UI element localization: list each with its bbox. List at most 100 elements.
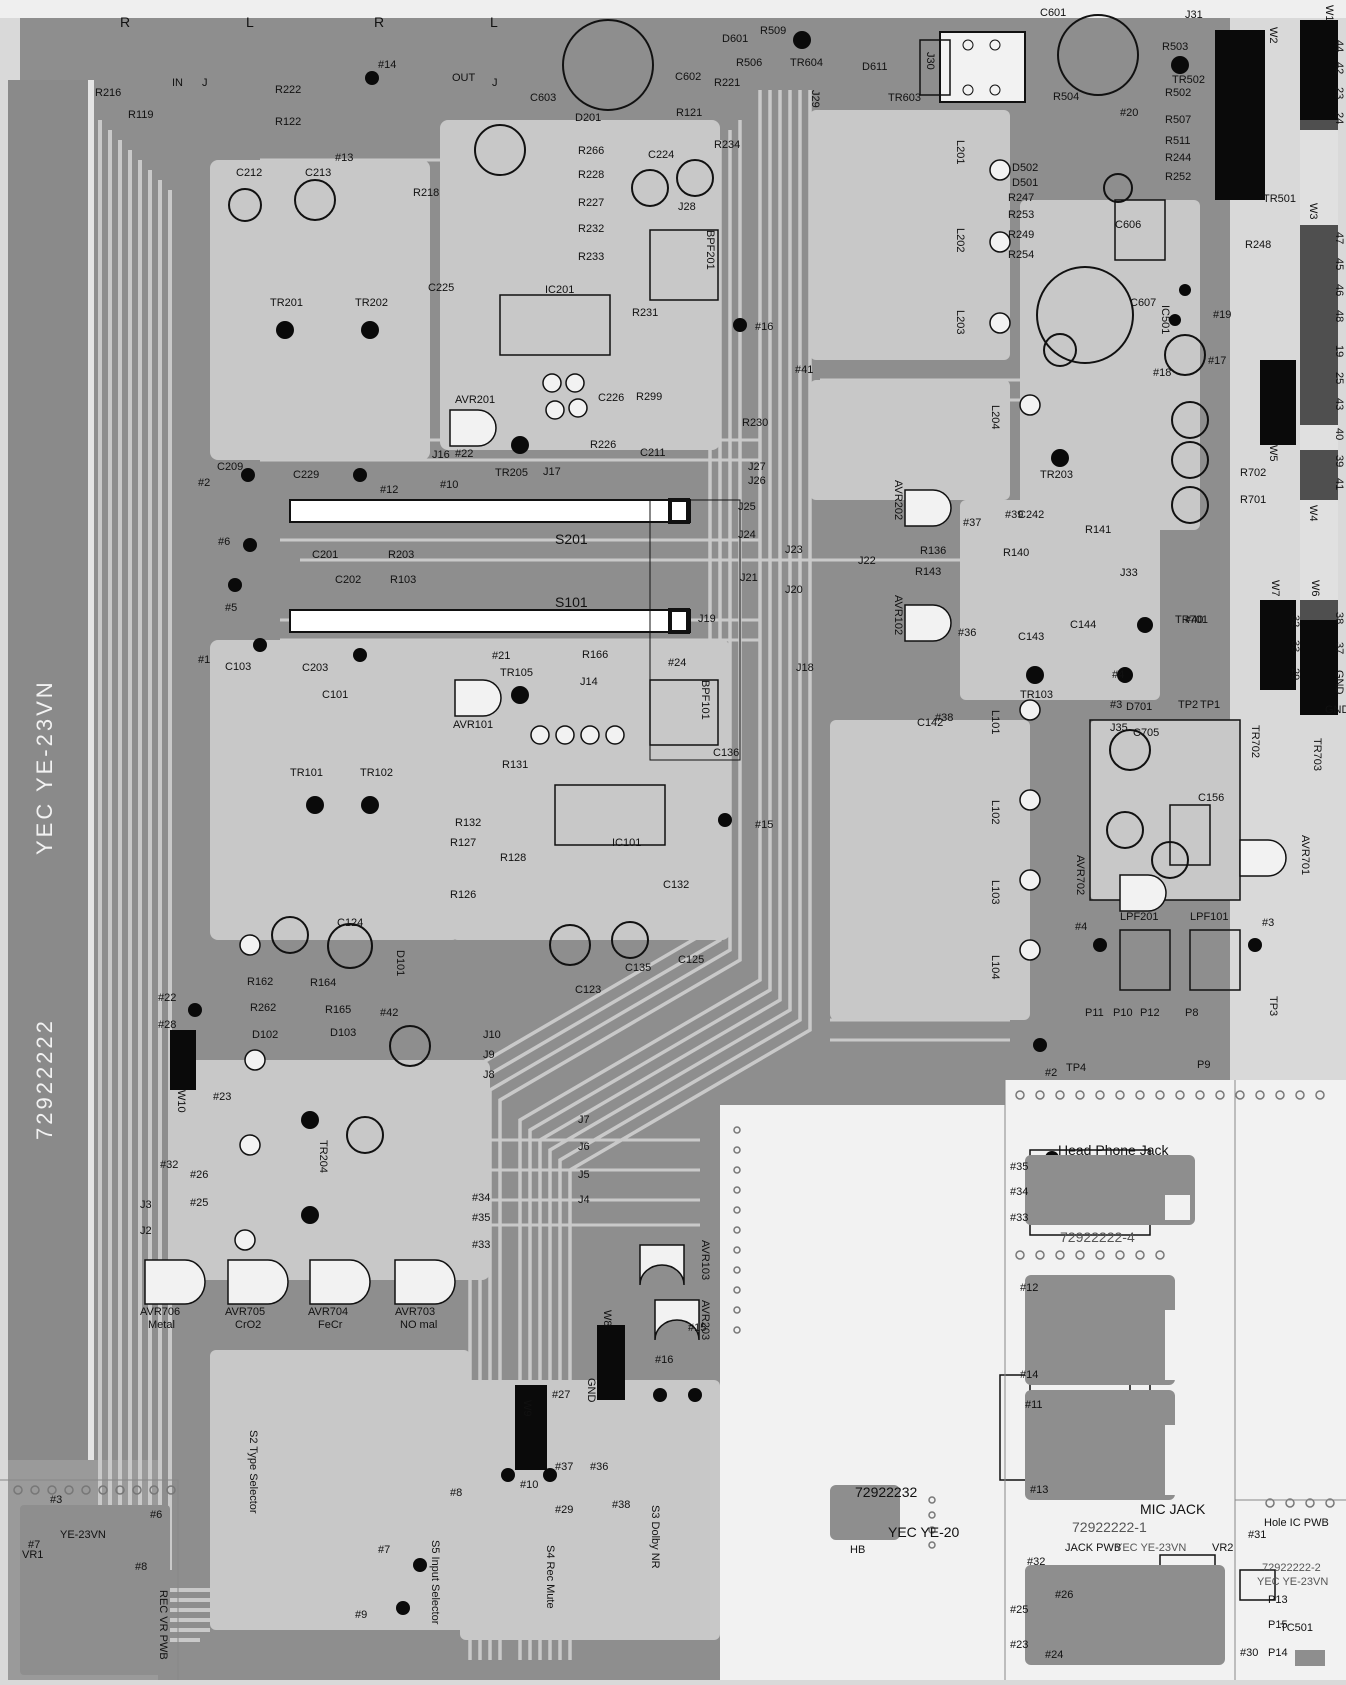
j19-label: J19 (698, 613, 716, 625)
pad-25b: #25 (1010, 1604, 1029, 1616)
headphone-jack-title: Head Phone Jack (1058, 1142, 1169, 1158)
pad-12: #12 (380, 484, 399, 496)
c503-label: C606 (1115, 219, 1142, 231)
wire-46: 46 (1333, 284, 1345, 297)
j33-label: J33 (1120, 567, 1138, 579)
c225-label: C211 (640, 447, 666, 459)
pad-3a: #3 (1110, 699, 1123, 711)
j17-label: J17 (543, 466, 561, 478)
pad-24b: #24 (1045, 1649, 1064, 1661)
r227-label: R227 (578, 197, 605, 209)
side-model-label: YEC YE-23VN (32, 679, 57, 855)
s5-input-selector-label: S5 Input Selector (429, 1540, 441, 1625)
pad-13: #13 (335, 152, 354, 164)
r216-label: R216 (95, 87, 122, 99)
pad-2: #2 (198, 477, 211, 489)
j27-label: J27 (748, 461, 766, 473)
tr204-label: TR204 (317, 1140, 329, 1174)
hb-label: HB (850, 1544, 866, 1556)
j10-label: J10 (483, 1029, 501, 1041)
s2-type-selector-label: S2 Type Selector (247, 1430, 259, 1514)
j29-label: J29 (809, 90, 821, 108)
r502-label: R249 (1008, 229, 1035, 241)
pad-22b: #22 (158, 992, 177, 1004)
avr701-label: AVR701 (1299, 835, 1311, 876)
wire-41: 41 (1333, 478, 1345, 491)
pad-6b: #6 (150, 1509, 163, 1521)
d102-label: D102 (252, 1029, 279, 1041)
wire-40: 40 (1333, 428, 1345, 441)
pad-41: #41 (795, 364, 814, 376)
tr205-label: TR205 (495, 467, 529, 479)
lpf101-label: LPF101 (1190, 911, 1229, 923)
pad-30: #30 (1240, 1647, 1259, 1659)
d501-label: D501 (1012, 177, 1039, 189)
pad-26b: #26 (1055, 1589, 1074, 1601)
r233-label: R233 (578, 251, 605, 263)
pad-4a: #4 (1112, 669, 1125, 681)
pad-10b: #10 (520, 1479, 539, 1491)
r137-label: R143 (915, 566, 942, 578)
l202-label: L202 (954, 228, 966, 253)
j26-label: J26 (748, 475, 766, 487)
r621-label: R506 (736, 57, 763, 69)
small-board-part-number: 72922232 (855, 1484, 918, 1500)
wire-32: 32 (1289, 615, 1301, 628)
avr703-sub: NO mal (400, 1319, 438, 1331)
pad-32b: #32 (1027, 1556, 1046, 1568)
j30-label: J30 (924, 52, 936, 70)
c102-label: C103 (225, 661, 252, 673)
pad-36: #36 (958, 627, 977, 639)
rec-vr-model: YE-23VN (60, 1529, 106, 1541)
small-board-model: YEC YE-20 (888, 1524, 960, 1540)
r508-label: R511 (1165, 135, 1191, 147)
pad-3c: #3 (50, 1494, 63, 1506)
pad-31: #31 (1248, 1529, 1267, 1541)
pad-12b: #12 (1020, 1282, 1039, 1294)
ic201-label: IC201 (545, 284, 575, 296)
pad-28: #28 (158, 1019, 177, 1031)
l-label-1: L (246, 14, 254, 30)
hole-ic-model: YEC YE-23VN (1257, 1576, 1329, 1588)
r605-label: R702 (1240, 467, 1267, 479)
r162-label: R162 (247, 976, 274, 988)
jack-pwb-model: YEC YE-23VN (1115, 1542, 1187, 1554)
tp2-label: TP2 (1178, 699, 1199, 711)
j14-label: J14 (580, 676, 598, 688)
pad-39: #39 (1005, 509, 1024, 521)
j20-label: J20 (785, 584, 803, 596)
c202-label: C209 (217, 461, 244, 473)
pad-8b: #8 (135, 1561, 148, 1573)
tr701-label: TR701 (1175, 614, 1209, 626)
w8-label: W8 (601, 1310, 613, 1327)
wire-33: 33 (1289, 640, 1301, 653)
r509-label: R252 (1165, 171, 1192, 183)
c701-label: C705 (1133, 727, 1160, 739)
r299-label: R299 (636, 391, 663, 403)
r221-label: R221 (714, 77, 741, 89)
pad-37: #37 (963, 517, 982, 529)
r203-label: R203 (388, 549, 415, 561)
j9-label: J9 (483, 1049, 495, 1061)
bpf201-label: BPF201 (704, 230, 716, 270)
pad-5: #5 (225, 602, 238, 614)
pad-34: #34 (472, 1192, 491, 1204)
l102-label: L102 (989, 800, 1001, 825)
c203-label: C201 (312, 549, 339, 561)
r266-label: R266 (578, 145, 605, 157)
c101-label: C203 (302, 662, 329, 674)
avr202-label: AVR202 (892, 480, 904, 521)
in-label: IN (172, 77, 183, 89)
c103-label: C202 (335, 574, 362, 586)
p13-label: P13 (1268, 1594, 1288, 1606)
tr101-label: TR101 (290, 767, 324, 779)
wire-43: 43 (1333, 398, 1345, 411)
p9-label: P9 (1197, 1059, 1211, 1071)
l-label-2: L (490, 14, 498, 30)
lpf201-label: LPF201 (1120, 911, 1159, 923)
r510-label: R244 (1165, 152, 1192, 164)
wire-19: 19 (1333, 345, 1345, 358)
pad-15: #15 (755, 819, 774, 831)
